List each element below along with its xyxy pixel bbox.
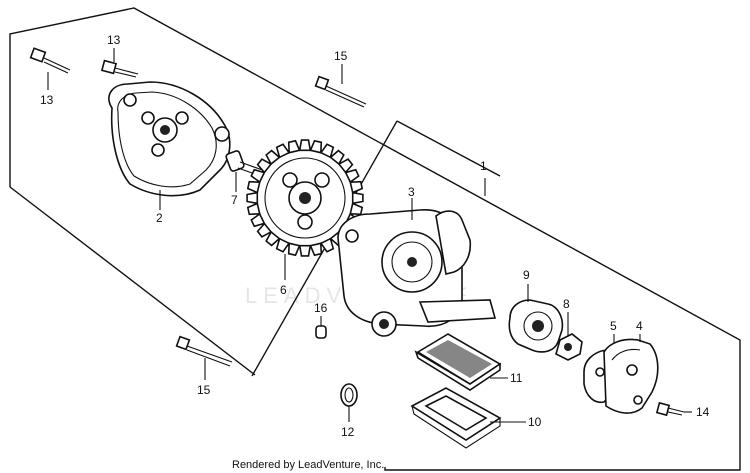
sprocket-tooth bbox=[298, 244, 312, 257]
sprocket-tooth bbox=[344, 168, 360, 184]
bolt-part-13-b bbox=[100, 59, 139, 78]
callout-number-1: 1 bbox=[480, 159, 487, 173]
callout-number-9: 9 bbox=[523, 268, 530, 282]
callout-number-11: 11 bbox=[510, 371, 523, 385]
sprocket-tooth bbox=[351, 191, 364, 205]
strainer-screen-part-11 bbox=[414, 333, 502, 391]
sprocket-tooth bbox=[349, 202, 364, 216]
callout-number-15b: 15 bbox=[197, 383, 211, 397]
callout-number-6: 6 bbox=[280, 283, 287, 297]
sprocket-part-6 bbox=[246, 139, 364, 257]
callout-number-2: 2 bbox=[156, 211, 163, 225]
sprocket-tooth bbox=[298, 139, 312, 152]
bolt-part-15-a bbox=[314, 75, 367, 108]
pump-cover-part-2 bbox=[108, 81, 231, 197]
callout-number-16: 16 bbox=[314, 301, 328, 315]
callout-number-8: 8 bbox=[563, 297, 570, 311]
callout-number-4: 4 bbox=[636, 319, 643, 333]
callout-number-10: 10 bbox=[528, 415, 542, 429]
callout-number-13b: 13 bbox=[107, 33, 121, 47]
callout-number-3: 3 bbox=[408, 185, 415, 199]
dowel-pin-part-16 bbox=[315, 325, 327, 339]
gasket-part-10 bbox=[410, 387, 502, 449]
sprocket-tooth bbox=[256, 222, 273, 238]
footer-credit: Rendered by LeadVenture, Inc. bbox=[232, 459, 384, 471]
sprocket-tooth bbox=[309, 139, 323, 154]
sprocket-tooth bbox=[309, 242, 323, 257]
bolt-part-15-b bbox=[175, 335, 233, 367]
pump-body-part-3 bbox=[337, 209, 497, 337]
callout-number-14: 14 bbox=[696, 405, 710, 419]
sprocket-tooth bbox=[246, 202, 261, 216]
outer-rotor-part-9 bbox=[508, 299, 564, 353]
callout-number-15a: 15 bbox=[334, 49, 348, 63]
sprocket-tooth bbox=[246, 180, 261, 194]
clip-ring-part-12 bbox=[340, 383, 358, 407]
sprocket-tooth bbox=[287, 139, 301, 154]
callout-number-5: 5 bbox=[610, 319, 617, 333]
sprocket-tooth bbox=[250, 212, 266, 228]
sprocket-tooth bbox=[265, 230, 281, 247]
sprocket-tooth bbox=[246, 191, 259, 205]
inner-rotor-part-8 bbox=[555, 333, 583, 361]
sprocket-tooth bbox=[256, 158, 273, 174]
callout-number-12: 12 bbox=[341, 425, 355, 439]
sprocket-tooth bbox=[265, 149, 281, 166]
bolt-part-13-a bbox=[29, 47, 71, 74]
end-cover-part-4 bbox=[603, 338, 659, 414]
sprocket-tooth bbox=[275, 237, 291, 253]
sprocket-tooth bbox=[319, 237, 335, 253]
sprocket-tooth bbox=[337, 158, 354, 174]
sprocket-tooth bbox=[319, 143, 335, 159]
callout-number-13a: 13 bbox=[40, 93, 54, 107]
sprocket-tooth bbox=[275, 143, 291, 159]
sprocket-tooth bbox=[287, 242, 301, 257]
sprocket-tooth bbox=[349, 180, 364, 194]
sprocket-tooth bbox=[250, 168, 266, 184]
callout-number-7: 7 bbox=[231, 193, 238, 207]
bolt-part-14 bbox=[655, 401, 685, 417]
sprocket-tooth bbox=[329, 149, 345, 166]
